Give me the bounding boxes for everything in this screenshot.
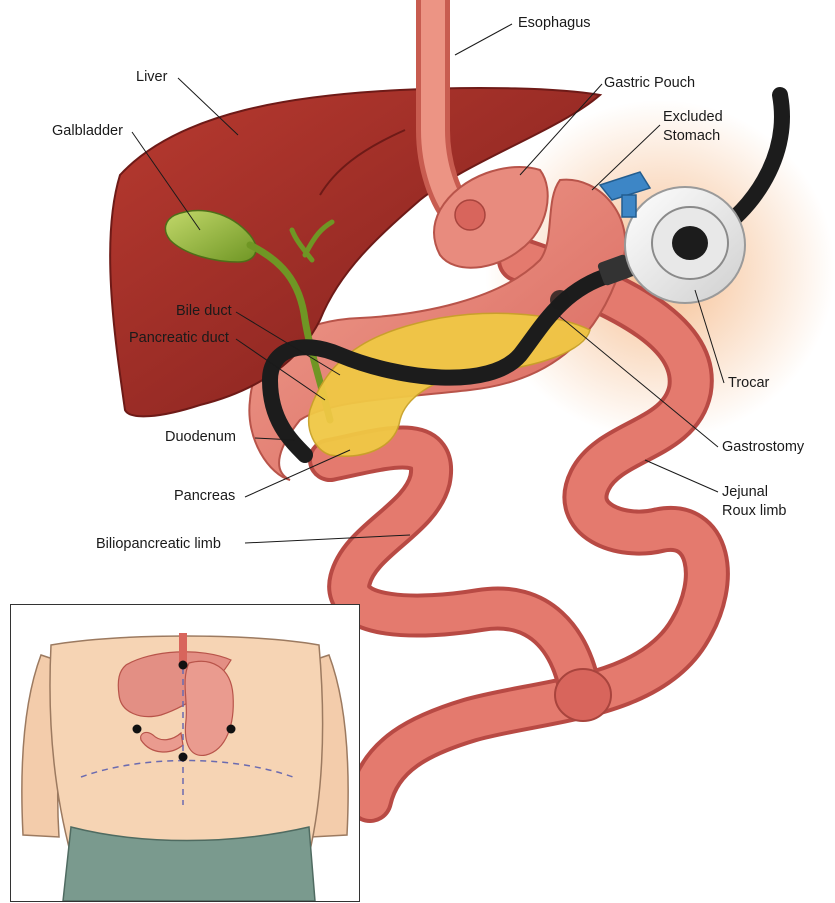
port-site-left [133,725,142,734]
label-liver: Liver [136,68,167,86]
label-trocar: Trocar [728,374,769,392]
label-duodenum: Duodenum [165,428,236,446]
port-site-right [227,725,236,734]
label-gastric-pouch: Gastric Pouch [604,74,695,92]
label-jejunal-roux-limb-line2: Roux limb [722,502,786,520]
label-galbladder: Galbladder [52,122,123,140]
jejunojejunal-anastomosis [555,669,611,721]
torso-illustration [11,605,359,901]
label-biliopancreatic-limb: Biliopancreatic limb [96,535,221,553]
label-bile-duct: Bile duct [176,302,232,320]
label-jejunal-roux-limb-line1: Jejunal [722,483,768,501]
gastrostomy-site [550,290,570,310]
label-pancreas: Pancreas [174,487,235,505]
label-excluded-stomach-line1: Excluded [663,108,723,126]
port-site-upper [179,661,188,670]
inset-torso-panel [10,604,360,902]
label-esophagus: Esophagus [518,14,591,32]
label-excluded-stomach-line2: Stomach [663,127,720,145]
label-pancreatic-duct: Pancreatic duct [129,329,229,347]
label-gastrostomy: Gastrostomy [722,438,804,456]
port-site-lower [179,753,188,762]
